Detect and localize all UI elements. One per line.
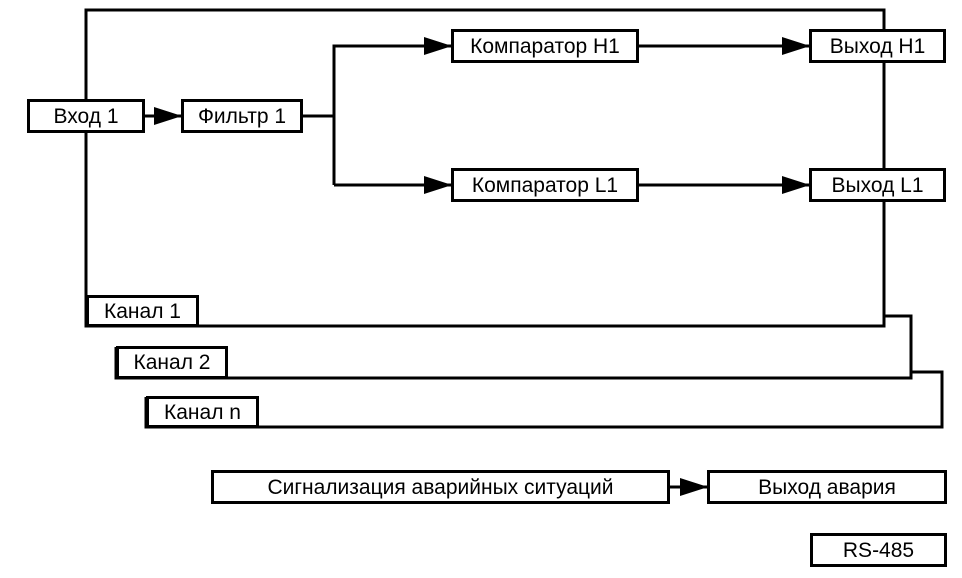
channel-n-frame: [144, 370, 944, 429]
output-h1-block: Выход H1: [809, 29, 946, 63]
channel-2-label: Канал 2: [116, 346, 228, 379]
rs485-block: RS-485: [810, 533, 947, 567]
comparator-l1-block: Компаратор L1: [451, 168, 639, 202]
alarm-output-block: Выход авария: [707, 470, 947, 504]
arrow-alarm: [680, 478, 708, 496]
wire-split-to-comparator-h1: [332, 44, 452, 185]
alarm-signaling-block: Сигнализация аварийных ситуаций: [211, 470, 670, 504]
arrow-to-comparator-l1: [424, 176, 452, 194]
arrow-to-output-h1: [782, 37, 810, 55]
input-1-block: Вход 1: [27, 99, 145, 133]
arrow-input-to-filter: [154, 107, 182, 125]
arrow-to-comparator-h1: [424, 37, 452, 55]
filter-1-block: Фильтр 1: [181, 99, 303, 133]
arrow-to-output-l1: [782, 176, 810, 194]
comparator-h1-block: Компаратор H1: [451, 29, 639, 63]
output-l1-block: Выход L1: [809, 168, 946, 202]
channel-1-label: Канал 1: [86, 295, 199, 327]
channel-n-label: Канал n: [146, 396, 259, 428]
